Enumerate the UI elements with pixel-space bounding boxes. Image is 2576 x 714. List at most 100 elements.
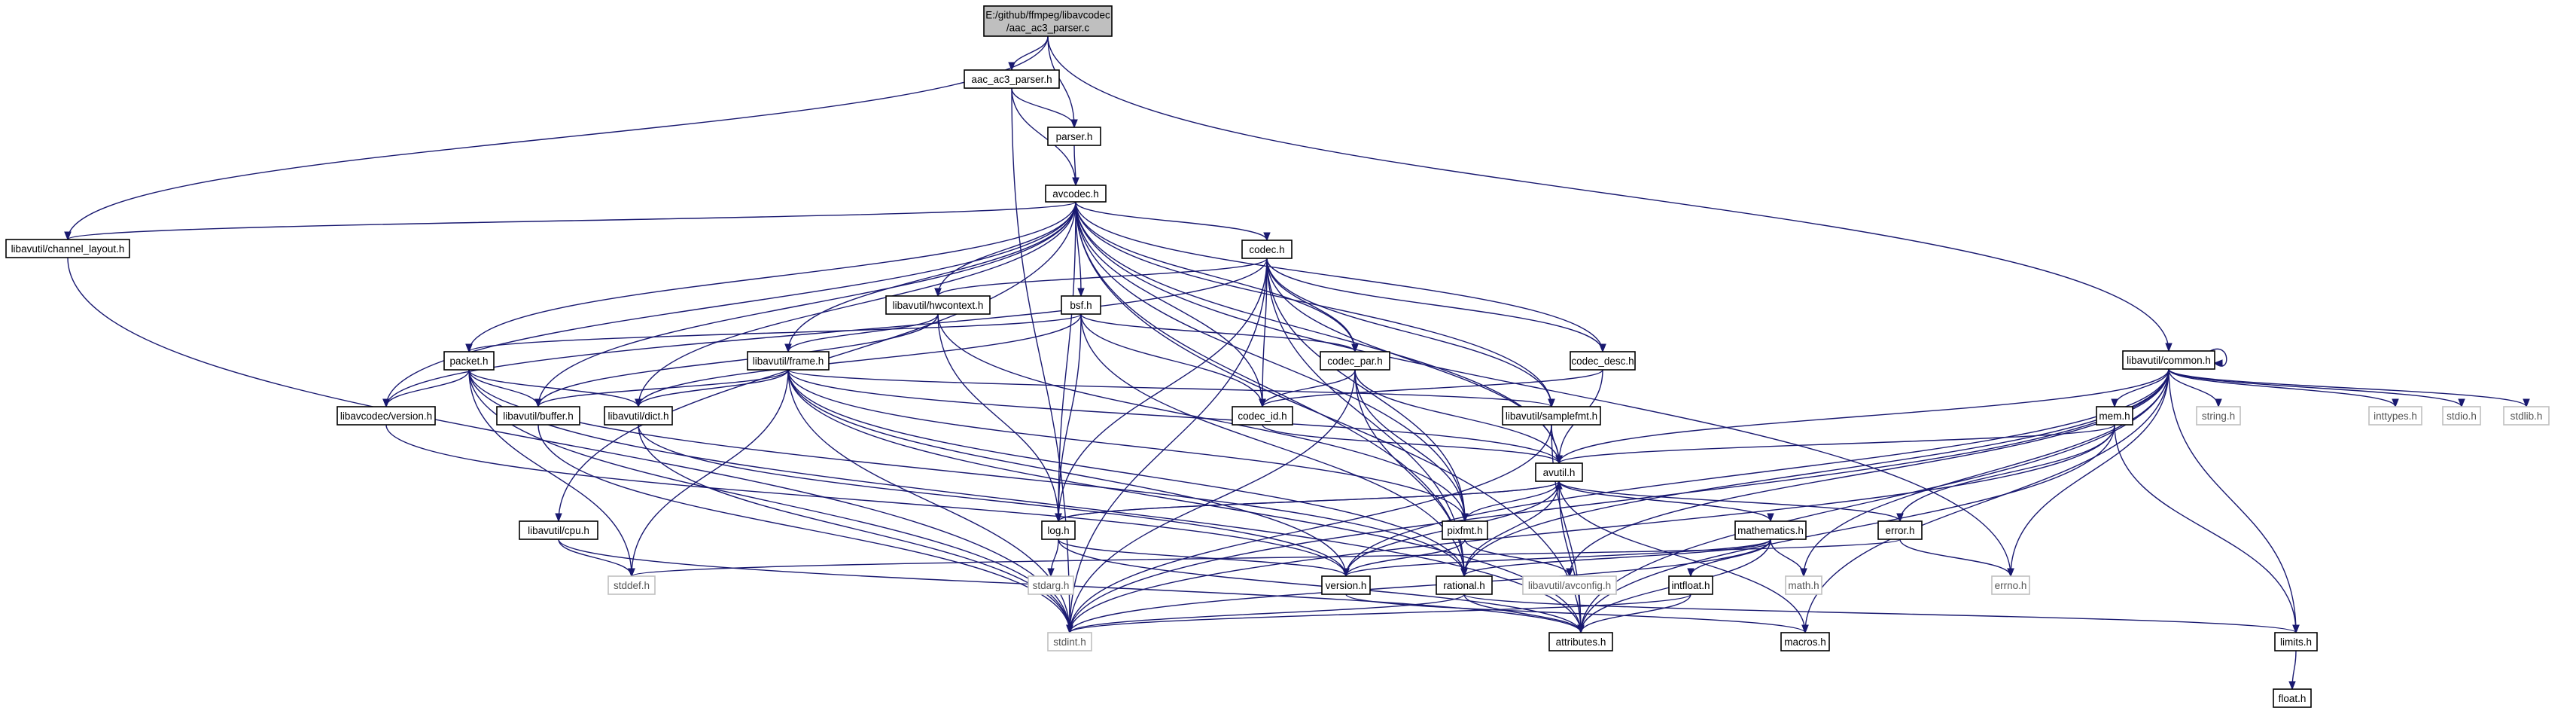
node-label: libavutil/common.h bbox=[2127, 355, 2211, 366]
edge-line bbox=[1075, 201, 1552, 407]
node-box bbox=[1535, 462, 1583, 482]
node-box bbox=[2503, 406, 2550, 426]
node-avcversion[interactable]: libavcodec/version.h bbox=[336, 406, 436, 426]
node-label: float.h bbox=[2279, 693, 2307, 704]
edge-line bbox=[1770, 539, 1804, 577]
edge-line bbox=[787, 369, 1465, 577]
node-macros[interactable]: macros.h bbox=[1780, 632, 1830, 651]
node-box bbox=[443, 351, 495, 371]
edge-limitsh-to-floath bbox=[2288, 650, 2297, 691]
node-logh[interactable]: log.h bbox=[1041, 520, 1076, 540]
node-floath[interactable]: float.h bbox=[2273, 688, 2312, 708]
edge-bsfh-to-codecpar bbox=[1080, 313, 1359, 353]
node-box bbox=[336, 406, 436, 426]
edge-packeth-to-stddef bbox=[468, 369, 635, 578]
edge-dicth-to-stdinth bbox=[638, 424, 1073, 634]
edge-line bbox=[1345, 539, 1466, 577]
node-label: avutil.h bbox=[1543, 467, 1576, 478]
edge-line bbox=[937, 258, 1268, 297]
edge-line bbox=[468, 201, 1076, 352]
edge-arrowhead bbox=[1599, 343, 1606, 353]
edge-line bbox=[385, 258, 1268, 407]
node-rationalh[interactable]: rational.h bbox=[1436, 575, 1493, 595]
edge-mathem-to-intfloat bbox=[1687, 539, 1771, 578]
edge-codech-to-samplefmt bbox=[1266, 258, 1555, 408]
node-attrs[interactable]: attributes.h bbox=[1548, 632, 1613, 651]
node-bsfh[interactable]: bsf.h bbox=[1061, 295, 1101, 315]
edge-line bbox=[1262, 258, 1268, 407]
edge-arrowhead bbox=[1072, 177, 1079, 187]
edge-aacac3h-to-parserh bbox=[1011, 87, 1078, 129]
edge-line bbox=[385, 369, 470, 407]
node-label: version.h bbox=[1326, 580, 1367, 591]
node-box bbox=[983, 5, 1113, 37]
node-codecpar[interactable]: codec_par.h bbox=[1320, 351, 1390, 371]
node-versionh[interactable]: version.h bbox=[1321, 575, 1371, 595]
node-box bbox=[496, 406, 580, 426]
node-chlayout[interactable]: libavutil/channel_layout.h bbox=[5, 239, 130, 258]
node-pixfmt[interactable]: pixfmt.h bbox=[1442, 520, 1488, 540]
edge-line bbox=[787, 369, 1552, 407]
node-mathem[interactable]: mathematics.h bbox=[1734, 520, 1807, 540]
edge-avcodech-to-codecid bbox=[1075, 201, 1266, 408]
node-packeth[interactable]: packet.h bbox=[443, 351, 495, 371]
node-box bbox=[1045, 185, 1107, 203]
edge-line bbox=[1080, 313, 1356, 352]
node-errnoh: errno.h bbox=[1991, 575, 2030, 595]
edge-line bbox=[1011, 87, 1075, 128]
node-avcodech[interactable]: avcodec.h bbox=[1045, 185, 1107, 203]
node-aacac3h[interactable]: aac_ac3_parser.h bbox=[964, 69, 1060, 89]
edge-arrowhead bbox=[1008, 62, 1015, 72]
edge-line bbox=[1058, 539, 1347, 577]
edge-line bbox=[1080, 313, 1263, 407]
edge-line bbox=[638, 424, 1070, 633]
node-dicth[interactable]: libavutil/dict.h bbox=[604, 406, 673, 426]
edge-line bbox=[1069, 593, 1465, 633]
node-label: mathematics.h bbox=[1737, 525, 1804, 536]
edge-logh-to-versionh bbox=[1058, 539, 1350, 578]
edge-line bbox=[1075, 201, 1268, 241]
node-label: libavutil/samplefmt.h bbox=[1506, 410, 1597, 422]
node-samplefmt[interactable]: libavutil/samplefmt.h bbox=[1502, 406, 1601, 426]
edge-line bbox=[2168, 368, 2297, 633]
node-codech[interactable]: codec.h bbox=[1241, 240, 1293, 259]
node-parserh[interactable]: parser.h bbox=[1047, 127, 1101, 146]
node-hwctx[interactable]: libavutil/hwcontext.h bbox=[885, 295, 991, 315]
edge-arrowhead bbox=[2392, 398, 2399, 408]
node-frameh[interactable]: libavutil/frame.h bbox=[747, 351, 830, 371]
node-label: libavutil/dict.h bbox=[607, 410, 668, 422]
node-limitsh[interactable]: limits.h bbox=[2274, 632, 2318, 651]
node-avutilh[interactable]: avutil.h bbox=[1535, 462, 1583, 482]
node-cpuh[interactable]: libavutil/cpu.h bbox=[519, 520, 598, 540]
node-label: /aac_ac3_parser.c bbox=[1006, 23, 1090, 34]
edge-bsfh-to-packeth bbox=[465, 313, 1082, 353]
edge-codech-to-codecdesc bbox=[1266, 258, 1606, 353]
edge-packeth-to-rationalh bbox=[468, 369, 1468, 578]
edge-line bbox=[1069, 539, 1771, 633]
edge-line bbox=[67, 201, 1076, 240]
node-codecid[interactable]: codec_id.h bbox=[1232, 406, 1293, 426]
node-label: math.h bbox=[1788, 580, 1819, 591]
node-codecdesc[interactable]: codec_desc.h bbox=[1570, 351, 1636, 371]
edge-line bbox=[1354, 369, 1466, 522]
edge-arrowhead bbox=[635, 398, 642, 408]
edge-line bbox=[1690, 539, 1771, 577]
node-bufferh[interactable]: libavutil/buffer.h bbox=[496, 406, 580, 426]
node-box bbox=[964, 69, 1060, 89]
edge-line bbox=[638, 201, 1076, 407]
node-intfloat[interactable]: intfloat.h bbox=[1668, 575, 1713, 595]
edge-line bbox=[1580, 593, 1691, 633]
node-memh[interactable]: mem.h bbox=[2096, 406, 2133, 426]
edge-line bbox=[937, 201, 1076, 297]
node-root: E:/github/ffmpeg/libavcodec/aac_ac3_pars… bbox=[983, 5, 1113, 37]
node-label: libavutil/cpu.h bbox=[528, 525, 589, 536]
edge-mathem-to-versionh bbox=[1342, 539, 1771, 578]
edge-arrowhead bbox=[1548, 398, 1555, 408]
edge-avutilh-to-mathem bbox=[1558, 481, 1774, 523]
node-commonh[interactable]: libavutil/common.h bbox=[2122, 350, 2215, 370]
edge-line bbox=[468, 313, 1082, 352]
node-mathh: math.h bbox=[1785, 575, 1822, 595]
edge-line bbox=[468, 369, 1465, 577]
edge-memh-to-limitsh bbox=[2114, 424, 2300, 634]
node-errorh[interactable]: error.h bbox=[1877, 520, 1923, 540]
